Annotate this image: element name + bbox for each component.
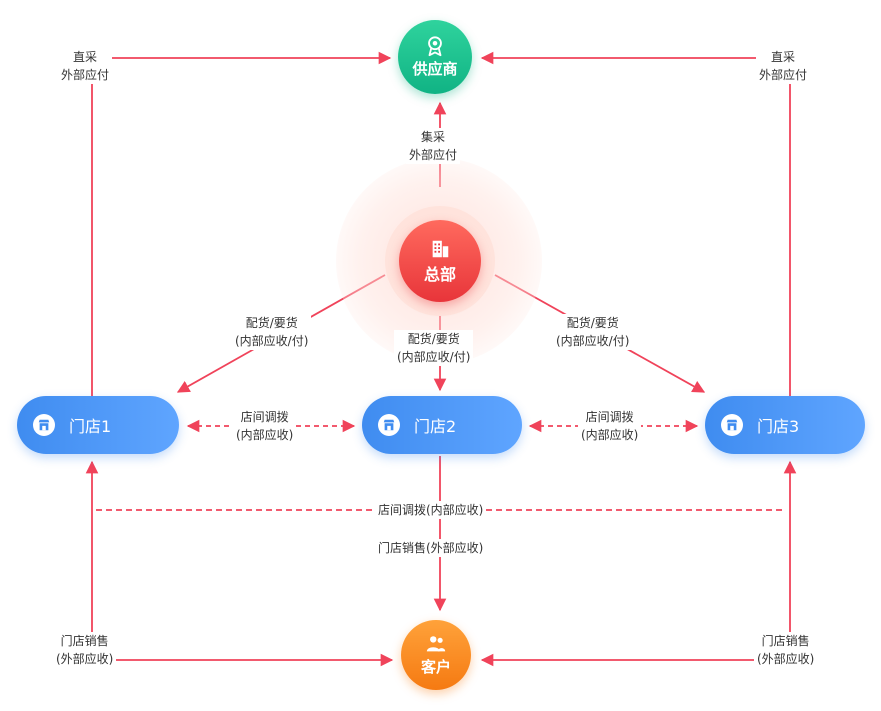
label-right-direct: 直采外部应付 <box>756 48 811 84</box>
hq-node[interactable]: 总部 <box>399 220 481 302</box>
award-badge-icon <box>428 36 442 57</box>
shop-icon <box>721 414 743 436</box>
store2-node[interactable]: 门店2 <box>362 396 522 454</box>
label-transfer-2-3: 店间调拨(内部应收) <box>578 408 642 444</box>
shop-icon <box>378 414 400 436</box>
arrow-store1-to-customer <box>85 460 394 667</box>
label-sales-mid: 门店销售(外部应收) <box>375 539 487 557</box>
supplier-label: 供应商 <box>412 60 458 78</box>
hq-label: 总部 <box>423 264 456 284</box>
store2-label: 门店2 <box>414 417 457 436</box>
label-central-purchase: 集采外部应付 <box>406 128 461 164</box>
label-transfer-1-2: 店间调拨(内部应收) <box>233 408 297 444</box>
label-transfer-1-3: 店间调拨(内部应收) <box>375 501 487 519</box>
store3-node[interactable]: 门店3 <box>705 396 865 454</box>
arrow-store3-to-customer <box>480 460 797 667</box>
store1-label: 门店1 <box>69 417 112 436</box>
store3-label: 门店3 <box>757 417 800 436</box>
building-icon <box>432 240 449 257</box>
label-sales-right: 门店销售(外部应收) <box>754 632 818 668</box>
customer-node[interactable]: 客户 <box>401 620 471 690</box>
label-dist-left: 配货/要货(内部应收/付) <box>232 314 312 350</box>
label-left-direct: 直采外部应付 <box>58 48 113 84</box>
customer-label: 客户 <box>420 658 451 676</box>
label-dist-right: 配货/要货(内部应收/付) <box>553 314 633 350</box>
label-dist-mid: 配货/要货(内部应收/付) <box>394 330 474 366</box>
shop-icon <box>33 414 55 436</box>
users-icon <box>426 636 446 652</box>
store1-node[interactable]: 门店1 <box>17 396 179 454</box>
supplier-node[interactable]: 供应商 <box>398 20 472 94</box>
label-sales-left: 门店销售(外部应收) <box>53 632 117 668</box>
